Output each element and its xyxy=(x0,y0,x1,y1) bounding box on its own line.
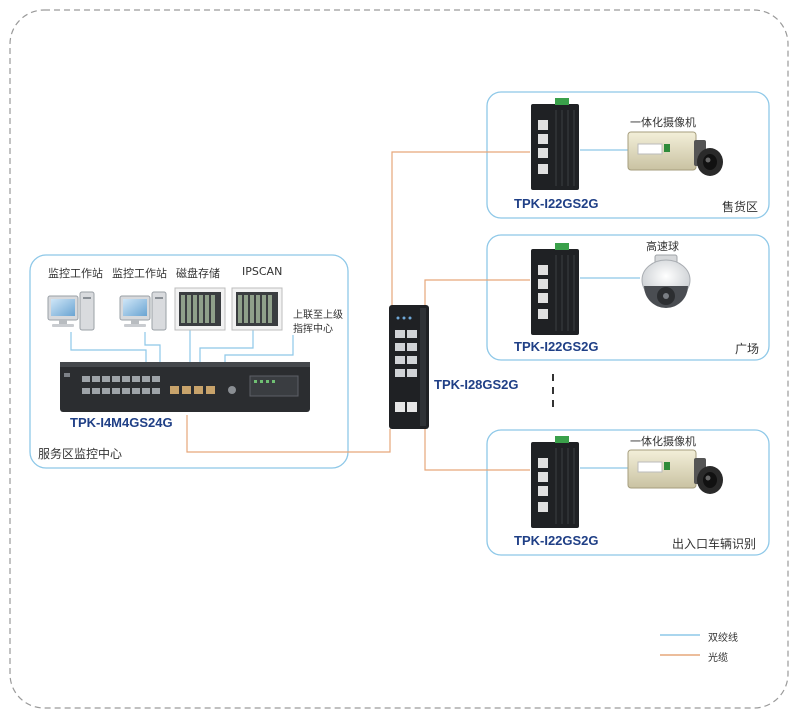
box-camera-1 xyxy=(627,131,723,176)
fiber-links xyxy=(186,151,530,471)
workstation-1 xyxy=(47,291,95,331)
service-center-title: 服务区监控中心 xyxy=(38,447,123,461)
aggregation-switch-model: TPK-I28GS2G xyxy=(434,377,519,392)
legend-fiber-label: 光缆 xyxy=(708,653,728,664)
ellipsis-dots xyxy=(552,374,554,407)
workstation-2 xyxy=(119,291,167,331)
site-switch-2 xyxy=(531,243,579,335)
legend-twisted-pair-label: 双绞线 xyxy=(708,633,738,644)
site-2-area: 广场 xyxy=(735,342,760,356)
site-1-switch-model: TPK-I22GS2G xyxy=(514,196,599,211)
site-2-switch-model: TPK-I22GS2G xyxy=(514,339,599,354)
uplink-note-line1: 上联至上级 xyxy=(293,310,343,321)
site-switch-1 xyxy=(531,98,579,190)
site-2-camera-label: 高速球 xyxy=(646,240,679,253)
site-panel-1 xyxy=(486,91,770,219)
box-camera-2 xyxy=(627,449,723,494)
aggregation-switch xyxy=(389,305,429,429)
core-switch-model: TPK-I4M4GS24G xyxy=(70,415,173,430)
site-3-camera-label: 一体化摄像机 xyxy=(630,435,696,448)
device-label-ipscan: IPSCAN xyxy=(242,265,283,278)
site-1-area: 售货区 xyxy=(722,200,759,214)
outer-frame xyxy=(9,9,789,709)
site-switch-3 xyxy=(531,436,579,528)
site-1-camera-label: 一体化摄像机 xyxy=(630,116,696,129)
device-label-workstation-1: 监控工作站 xyxy=(48,267,103,280)
site-panel-3 xyxy=(486,429,770,556)
twisted-pair-links xyxy=(70,149,640,469)
device-label-disk-storage: 磁盘存储 xyxy=(176,267,220,280)
site-3-area: 出入口车辆识别 xyxy=(672,537,757,551)
core-switch xyxy=(60,362,310,412)
site-panel-2 xyxy=(486,234,770,361)
ipscan-server xyxy=(231,287,283,331)
disk-storage xyxy=(174,287,226,331)
service-center-panel xyxy=(29,254,349,469)
speed-dome-camera xyxy=(641,254,691,308)
site-3-switch-model: TPK-I22GS2G xyxy=(514,533,599,548)
uplink-note-line2: 指挥中心 xyxy=(293,324,333,335)
device-label-workstation-2: 监控工作站 xyxy=(112,267,167,280)
